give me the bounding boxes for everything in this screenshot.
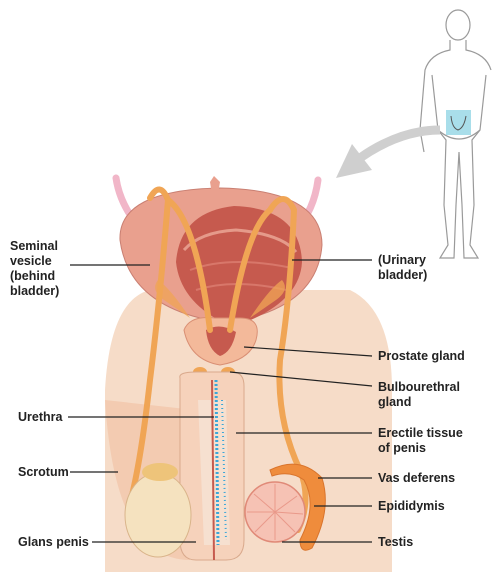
label-urinary-bladder: (Urinary bladder) bbox=[378, 253, 427, 283]
penis bbox=[180, 372, 244, 560]
label-prostate-gland: Prostate gland bbox=[378, 349, 465, 364]
label-erectile-tissue: Erectile tissue of penis bbox=[378, 426, 463, 456]
label-glans-penis: Glans penis bbox=[18, 535, 89, 550]
zoom-arrow bbox=[336, 130, 440, 178]
highlight-box bbox=[446, 110, 471, 135]
label-epididymis: Epididymis bbox=[378, 499, 445, 514]
label-testis: Testis bbox=[378, 535, 413, 550]
label-scrotum: Scrotum bbox=[18, 465, 69, 480]
label-bulbourethral-gland: Bulbourethral gland bbox=[378, 380, 460, 410]
label-urethra: Urethra bbox=[18, 410, 62, 425]
label-seminal-vesicle: Seminal vesicle (behind bladder) bbox=[10, 239, 59, 299]
label-vas-deferens: Vas deferens bbox=[378, 471, 455, 486]
